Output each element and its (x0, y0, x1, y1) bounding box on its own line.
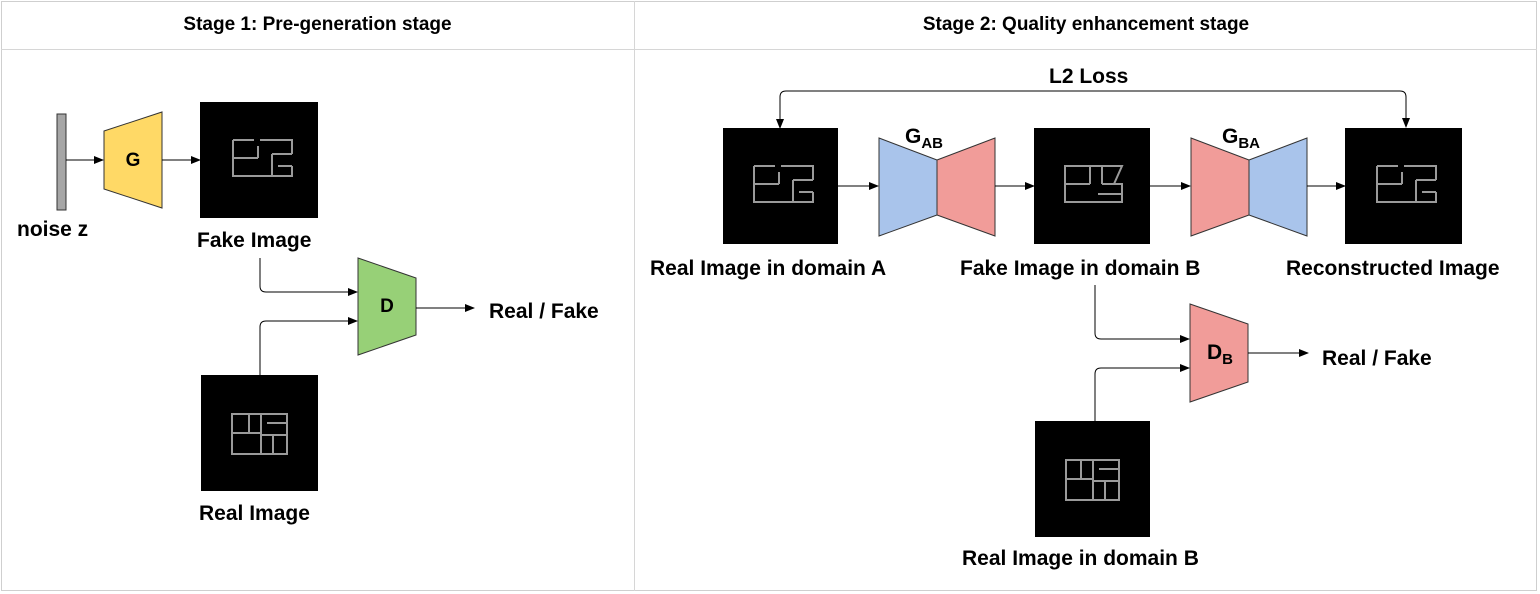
output-label: Real / Fake (489, 300, 599, 323)
gen-ab-main: G (905, 125, 922, 148)
real-image-domain-b (1035, 421, 1150, 537)
gen-ab-encoder-shape (878, 137, 938, 237)
l2-loss-connector (779, 90, 1410, 128)
gen-ab-label: GAB (905, 125, 965, 152)
gen-ba-subscript: BA (1238, 135, 1261, 153)
gen-ba-main: G (1222, 125, 1239, 148)
fake-image-domain-b (1034, 128, 1150, 244)
stage1-title: Stage 1: Pre-generation stage (183, 14, 452, 35)
floorplan-icon (231, 413, 288, 455)
arrow-real-to-d (259, 317, 358, 375)
stage2-output-label: Real / Fake (1322, 347, 1432, 370)
column-divider (634, 1, 635, 591)
floorplan-icon (753, 165, 814, 203)
gen-ab-decoder-shape (936, 137, 996, 237)
arrow-real-b-to-db (1094, 364, 1190, 421)
arrow-fake-to-d (259, 258, 358, 296)
header-divider (1, 49, 1537, 50)
disc-b-subscript: B (1222, 351, 1234, 369)
gen-ab-subscript: AB (921, 135, 944, 153)
disc-b-main: D (1207, 341, 1223, 364)
fake-image-domain-b-label: Fake Image in domain B (960, 257, 1201, 280)
real-image-domain-a (723, 128, 838, 244)
real-image-domain-b-label: Real Image in domain B (962, 547, 1199, 570)
floorplan-icon (1064, 165, 1124, 203)
real-image-label: Real Image (199, 502, 310, 525)
noise-label: noise z (17, 218, 89, 241)
gen-ba-label: GBA (1222, 125, 1282, 152)
fake-image (200, 102, 318, 218)
disc-b-shape (1189, 303, 1249, 403)
floorplan-icon (232, 139, 293, 177)
noise-vector (56, 113, 67, 211)
generator-label: G (125, 150, 141, 171)
discriminator-label: D (380, 296, 394, 317)
floorplan-icon (1376, 165, 1437, 203)
discriminator-d-shape (357, 257, 417, 356)
stage2-title: Stage 2: Quality enhancement stage (922, 14, 1250, 35)
reconstructed-image (1345, 128, 1462, 244)
real-image-domain-a-label: Real Image in domain A (650, 257, 887, 280)
gen-ba-encoder-shape (1190, 137, 1250, 237)
reconstructed-image-label: Reconstructed Image (1286, 257, 1500, 280)
generator-g-shape (103, 111, 163, 209)
disc-b-label: DB (1207, 341, 1257, 368)
real-image (201, 375, 318, 491)
fake-image-label: Fake Image (197, 229, 312, 252)
l2-loss-label: L2 Loss (1049, 65, 1129, 88)
arrow-fake-b-to-db (1094, 285, 1190, 343)
gen-ba-decoder-shape (1248, 137, 1308, 237)
floorplan-icon (1065, 459, 1120, 501)
